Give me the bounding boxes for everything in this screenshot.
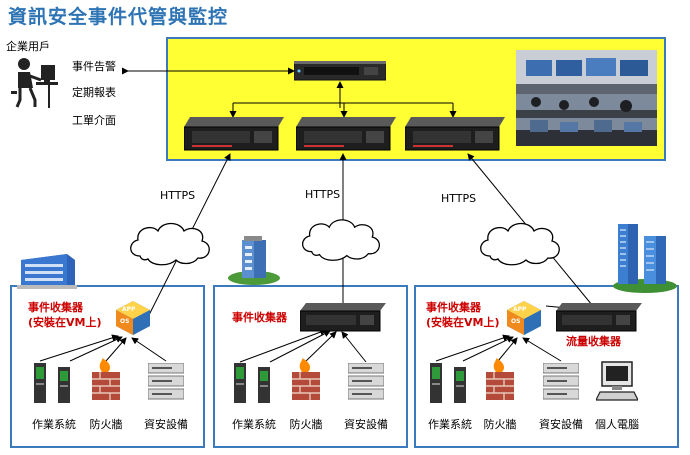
site-b-firewall-icon: [292, 358, 320, 400]
site-c-flow-collector-server-icon: [556, 303, 642, 332]
server-middle-icon: [296, 117, 396, 151]
site-b-firewall-label: 防火牆: [289, 418, 323, 431]
site-c-personal-computer-icon: [596, 361, 638, 401]
site-b-collector-server-icon: [300, 303, 386, 332]
central-server-icon: [294, 61, 386, 81]
server-left-icon: [184, 117, 284, 151]
site-a-firewall-label: 防火牆: [89, 418, 123, 431]
site-b-security-label: 資安設備: [344, 418, 388, 431]
site-c-vm-badge: APP OS: [503, 296, 545, 342]
vm-os-label: OS: [120, 318, 130, 325]
site-a-os-servers-icon: [34, 363, 70, 403]
page-title: 資訊安全事件代管與監控: [8, 6, 229, 28]
internet-cloud-icon-a: [130, 222, 210, 266]
event-alert-label: 事件告警: [72, 60, 116, 73]
building-icon-c: [613, 224, 677, 293]
site-c-firewall-label: 防火牆: [483, 418, 517, 431]
site-c-os-servers-icon: [430, 363, 466, 403]
site-a-firewall-icon: [92, 358, 120, 400]
site-a-collector-vm-note: (安裝在VM上): [28, 316, 102, 329]
site-c-os-label: 作業系統: [428, 418, 472, 431]
monitoring-room-photo: [516, 50, 657, 146]
site-a-security-appliance-icon: [148, 363, 184, 400]
site-a-collector-label: 事件收集器: [28, 301, 83, 314]
user-at-desk-icon: [11, 58, 58, 108]
site-b-os-servers-icon: [234, 363, 270, 403]
site-c-flow-collector-label: 流量收集器: [566, 335, 621, 348]
https-label-a: HTTPS: [160, 189, 196, 202]
site-c-collector-vm-note: (安裝在VM上): [426, 316, 500, 329]
internet-cloud-icon-c: [480, 222, 560, 266]
enterprise-user-label: 企業用戶: [6, 40, 50, 53]
site-c-pc-label: 個人電腦: [595, 418, 639, 431]
site-c-collector-label: 事件收集器: [426, 301, 481, 314]
https-label-c: HTTPS: [441, 192, 477, 205]
site-b-os-label: 作業系統: [232, 418, 276, 431]
ticket-interface-label: 工單介面: [72, 114, 116, 127]
site-c-firewall-icon: [486, 358, 514, 400]
site-c-security-appliance-icon: [543, 363, 579, 400]
site-b-security-appliance-icon: [348, 363, 384, 400]
vm-app-label: APP: [513, 306, 527, 313]
internet-cloud-icon-b: [302, 219, 380, 261]
site-c-security-label: 資安設備: [539, 418, 583, 431]
site-a-security-label: 資安設備: [144, 418, 188, 431]
site-b-collector-label: 事件收集器: [232, 311, 287, 324]
building-icon-b: [228, 236, 280, 285]
server-right-icon: [405, 117, 505, 151]
vm-app-label: APP: [122, 306, 136, 313]
vm-os-label: OS: [511, 318, 521, 325]
site-a-os-label: 作業系統: [32, 418, 76, 431]
site-a-vm-badge: APP OS: [112, 296, 154, 342]
building-icon-a: [17, 254, 77, 289]
https-label-b: HTTPS: [305, 188, 341, 201]
periodic-report-label: 定期報表: [72, 86, 116, 99]
